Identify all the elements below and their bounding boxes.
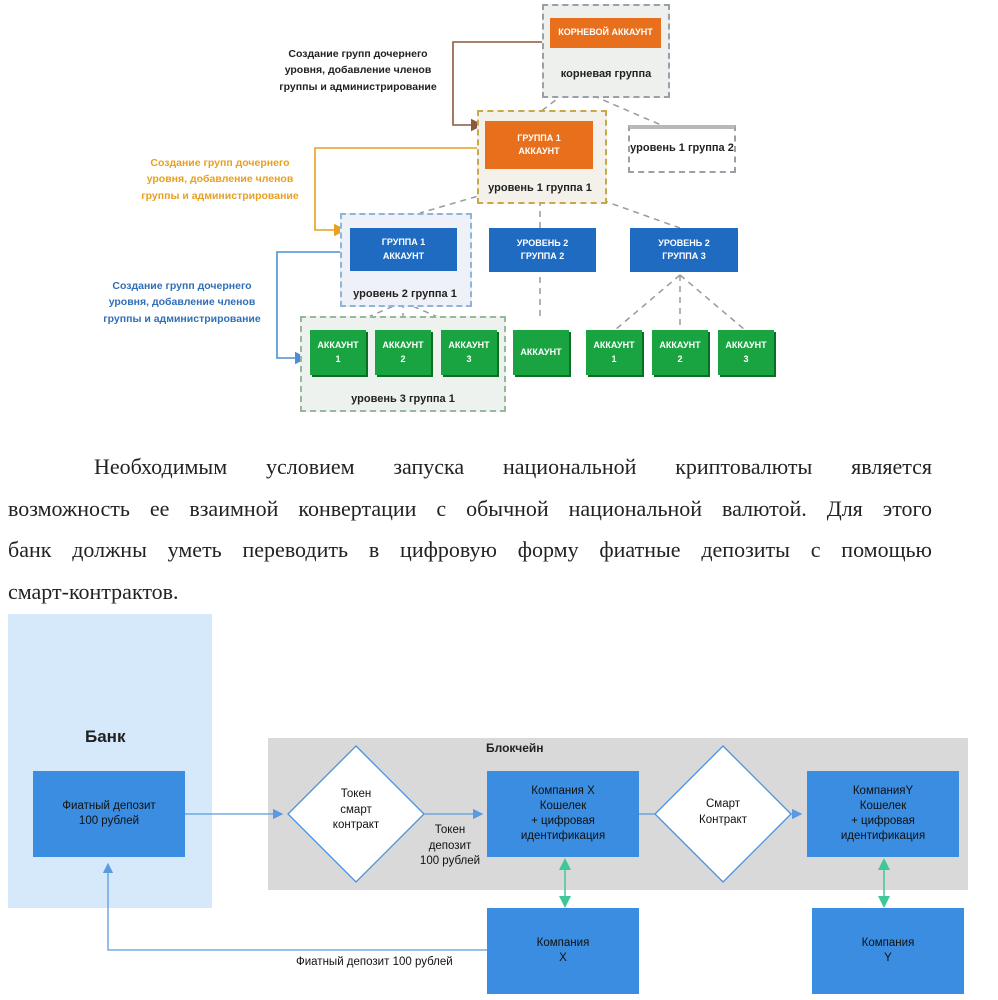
level3-group1-label: уровень 3 группа 1 [351,393,455,405]
root-account-box[interactable]: КОРНЕВОЙ АККАУНТ [550,18,661,48]
level2-group1-label: уровень 2 группа 1 [353,288,457,300]
note-level2-admin: Создание групп дочернего уровня, добавле… [103,280,261,325]
smart-contract-diamond [654,745,792,883]
fiat-deposit-box[interactable]: Фиатный депозит 100 рублей [33,771,185,857]
note-level1-admin: Создание групп дочернего уровня, добавле… [141,157,299,202]
bank-title: Банк [85,727,126,746]
note-root-admin: Создание групп дочернего уровня, добавле… [279,48,437,93]
paragraph-line: банк должны уметь переводить в цифровую … [8,537,932,562]
fiat-return-label: Фиатный депозит 100 рублей [296,956,453,968]
company-y-box[interactable]: Компания Y [812,908,964,994]
root-group-label: корневая группа [560,68,652,80]
company-y-wallet-box[interactable]: КомпанияY Кошелек + цифровая идентификац… [807,771,959,857]
token-deposit-label: Токен депозит 100 рублей [419,824,481,868]
account-box[interactable]: АККАУНТ 3 [441,330,497,375]
account-box[interactable]: АККАУНТ 2 [652,330,708,375]
account-box[interactable]: АККАУНТ 1 [310,330,366,375]
account-box[interactable]: АККАУНТ 2 [375,330,431,375]
company-x-box[interactable]: Компания X [487,908,639,994]
account-box[interactable]: АККАУНТ 3 [718,330,774,375]
account-box[interactable]: АККАУНТ [513,330,569,375]
account-box[interactable]: АККАУНТ 1 [586,330,642,375]
body-paragraph: Необходимым условием запуска национально… [8,446,932,612]
smart-contract-label: Смарт Контракт [699,798,747,826]
level1-group2-frame [628,125,736,173]
paragraph-line: возможность ее взаимной конвертации с об… [8,495,932,521]
token-contract-label: Токен смарт контракт [332,788,380,832]
level1-group2-label: уровень 1 группа 2 [630,142,734,154]
paragraph-line: Необходимым условием запуска национально… [94,454,932,479]
company-x-wallet-box[interactable]: Компания X Кошелек + цифровая идентифика… [487,771,639,857]
level1-group1-label: уровень 1 группа 1 [488,182,592,194]
blockchain-title: Блокчейн [486,741,544,755]
group1-account-box[interactable]: ГРУППА 1 АККАУНТ [485,121,593,169]
level2-group3-box[interactable]: УРОВЕНЬ 2 ГРУППА 3 [630,228,738,272]
bank-area [8,614,212,908]
token-contract-diamond [287,745,425,883]
paragraph-line: смарт-контрактов. [8,578,179,604]
level2-group2-box[interactable]: УРОВЕНЬ 2 ГРУППА 2 [489,228,596,272]
level2-group1-account-box[interactable]: ГРУППА 1 АККАУНТ [350,228,457,271]
